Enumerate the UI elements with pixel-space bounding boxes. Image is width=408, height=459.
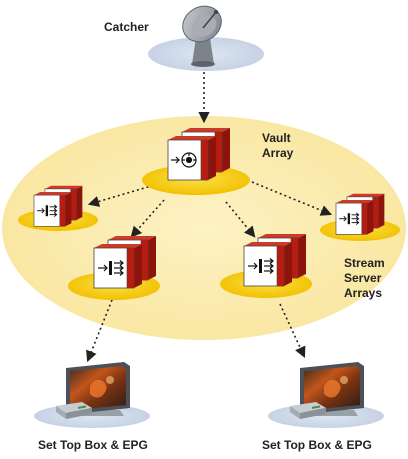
catcher-label: Catcher [104,20,149,34]
satellite-dish-icon [182,5,222,67]
connector-vault-right [251,181,333,216]
set-top-box-label-left: Set Top Box & EPG [38,438,148,452]
vault-array-node[interactable] [142,127,250,195]
vault-array-label: Vault Array [262,131,293,161]
tv-settop-icon [56,362,130,419]
stream-array-lower-right[interactable] [220,234,312,298]
stream-array-right[interactable] [320,194,400,241]
client-left[interactable] [34,362,150,428]
stream-array-lower-left[interactable] [68,236,160,300]
stream-server-arrays-label: Stream Server Arrays [344,256,385,301]
catcher-node[interactable] [148,0,264,71]
connectors [86,72,333,363]
connector-vault-lower-left [130,199,165,238]
stream-label-line-2: Server [344,271,382,285]
connector-vault-left [87,183,159,207]
client-right[interactable] [268,362,384,428]
stream-array-left[interactable] [18,186,98,231]
vault-label-line-2: Array [262,146,294,160]
connector-vault-lower-right [225,201,256,238]
vault-label-line-1: Vault [262,131,291,145]
connector-stream-client-left [86,299,113,363]
set-top-box-label-right: Set Top Box & EPG [262,438,372,452]
vault-server-icon [167,127,231,181]
stream-label-line-1: Stream [344,256,385,270]
tv-settop-icon [290,362,364,419]
stream-label-line-3: Arrays [344,286,383,300]
